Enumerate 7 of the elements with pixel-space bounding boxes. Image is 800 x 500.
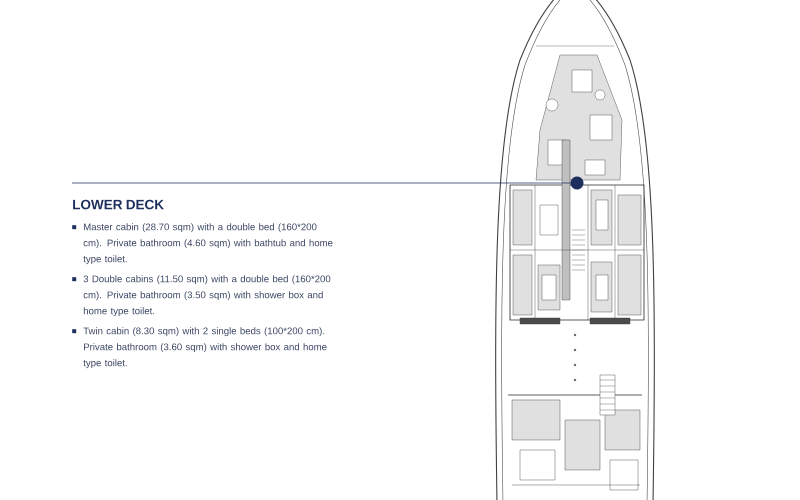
list-item: 3 Double cabins (11.50 sqm) with a double bed (160*200 cm). Private bathroom (3.50 sqm) with shower box and home type toilet. [72, 275, 330, 316]
list-item: Twin cabin (8.30 sqm) with 2 single beds (100*200 cm). Private bathroom (3.60 sqm) with shower box and home type toilet. [72, 327, 327, 368]
text-block [72, 200, 333, 368]
marker-dot [570, 176, 584, 190]
section-heading: LOWER DECK [73, 200, 164, 210]
leader-line [72, 182, 571, 184]
list-item: Master cabin (28.70 sqm) with a double bed (160*200 cm). Private bathroom (4.60 sqm) with bathtub and home type toilet. [72, 223, 333, 264]
